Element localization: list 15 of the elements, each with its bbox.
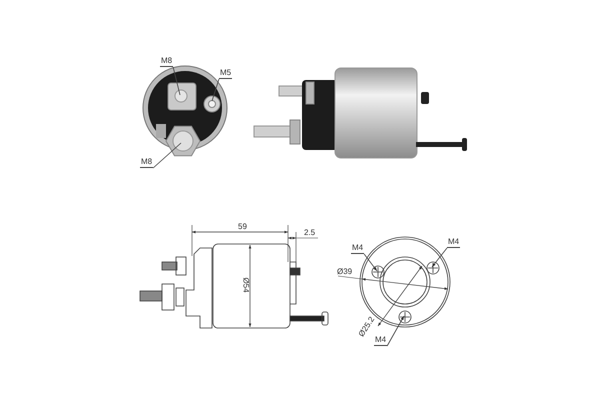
dimension-label: Ø39 [337,267,352,277]
leader-line [386,316,404,346]
leader-line [152,142,182,168]
thread-size-label: M4 [351,243,364,254]
thread-size-label: M5 [219,68,232,79]
thread-size-label: M8 [140,157,154,168]
leader-line [364,254,378,272]
thread-size-label: M8 [160,56,174,67]
thread-size-label: M4 [374,335,388,346]
dimension-label: 59 [238,222,247,232]
dimension-label: Ø54 [240,277,251,293]
leader-line [432,248,448,268]
leader-line [212,78,220,102]
thread-size-label: M4 [447,237,460,248]
dimension-label: 2.5 [304,228,316,238]
